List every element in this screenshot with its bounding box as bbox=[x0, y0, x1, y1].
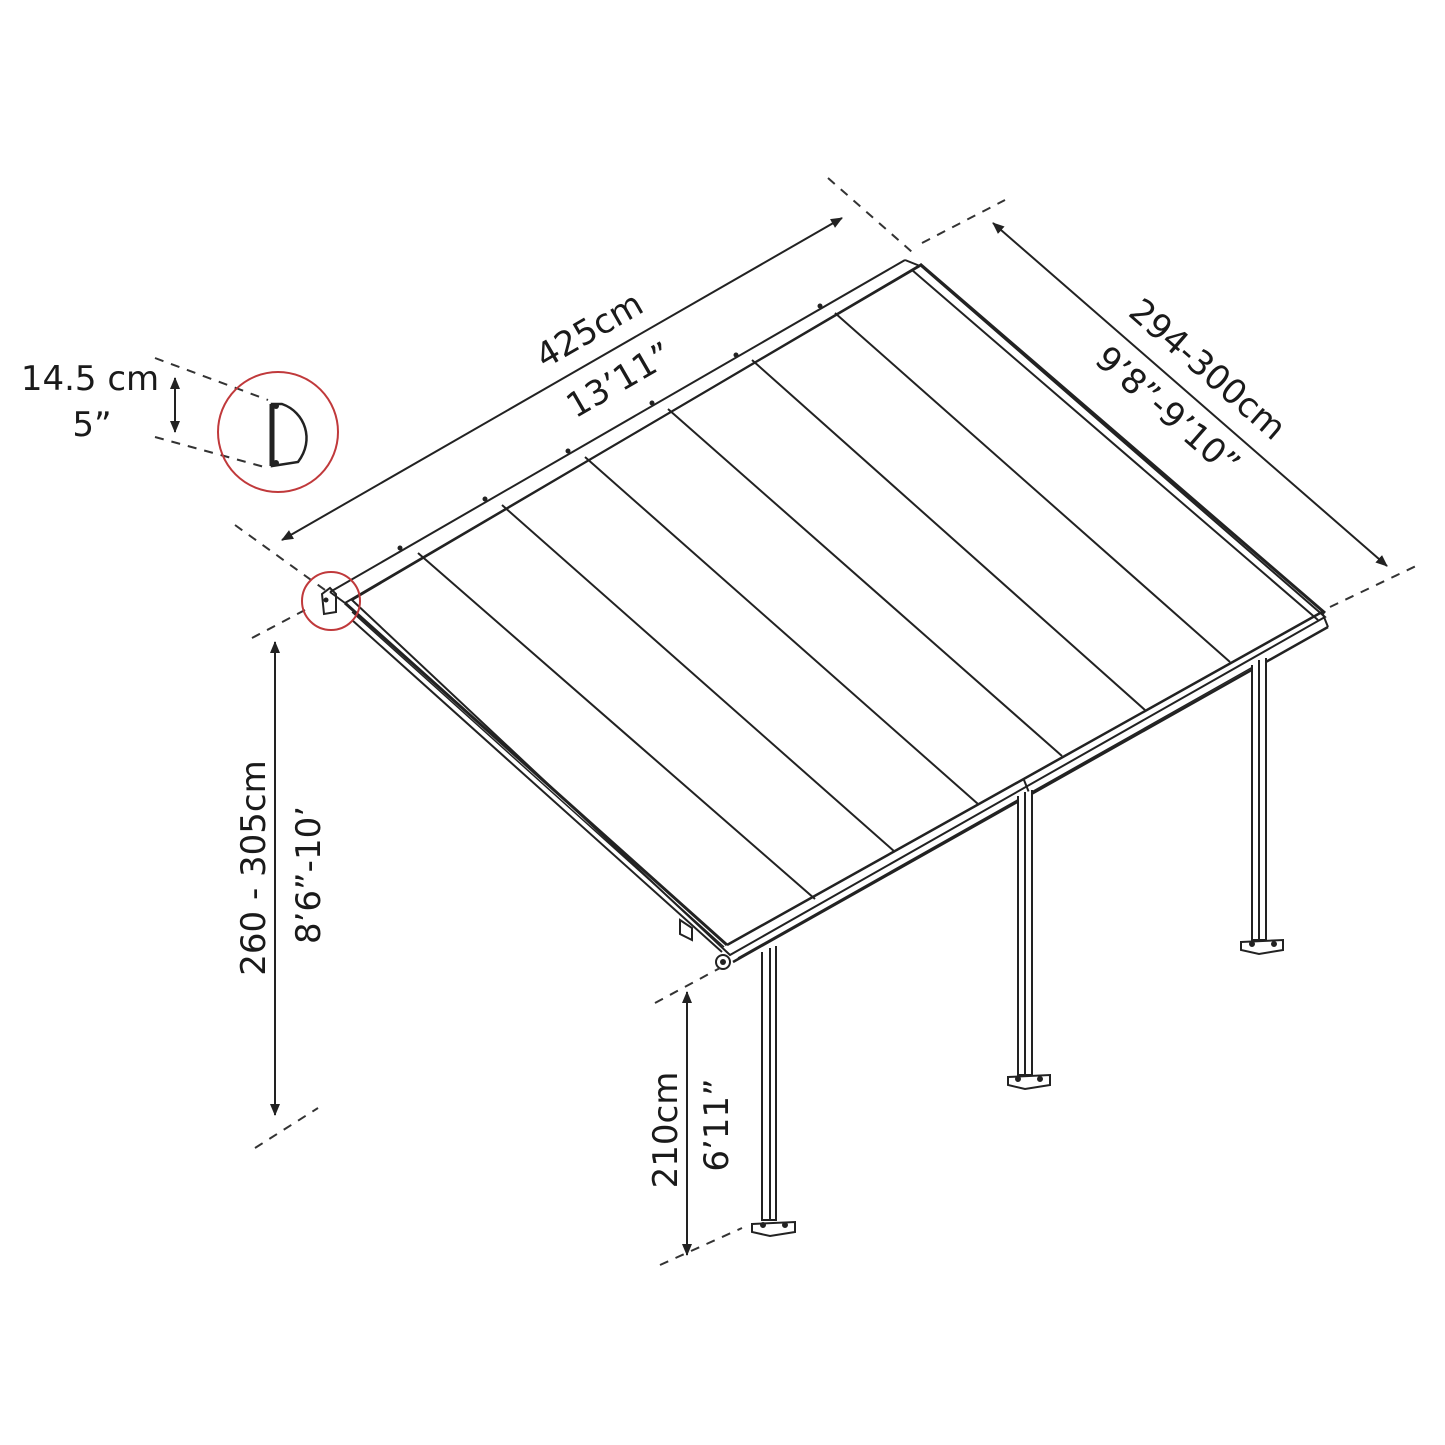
wall-height-cm-label: 260 - 305cm bbox=[234, 760, 274, 976]
gutter-profile-icon bbox=[269, 402, 308, 468]
gutter-end-cap bbox=[679, 918, 731, 970]
profile-cm-label: 14.5 cm bbox=[21, 359, 159, 399]
detail-circle-large bbox=[217, 371, 339, 493]
extension-lines bbox=[154, 177, 1417, 1266]
detail-circle-small bbox=[301, 571, 361, 631]
post-middle bbox=[1007, 790, 1051, 1091]
post-height-in-label: 6’11” bbox=[697, 1078, 737, 1171]
post-back-right bbox=[1240, 658, 1284, 956]
post-height-cm-label: 210cm bbox=[646, 1072, 686, 1189]
wall-height-in-label: 8’6”-10’ bbox=[289, 806, 329, 944]
posts bbox=[751, 658, 1284, 1238]
post-front-left bbox=[751, 946, 796, 1238]
profile-detail bbox=[217, 371, 361, 631]
wall-bracket bbox=[320, 586, 337, 616]
dimension-arrows bbox=[170, 217, 1388, 1256]
depth-arrow bbox=[992, 222, 1388, 567]
profile-in-label: 5” bbox=[72, 405, 111, 445]
left-rafter bbox=[343, 601, 729, 953]
length-arrow bbox=[281, 217, 843, 541]
